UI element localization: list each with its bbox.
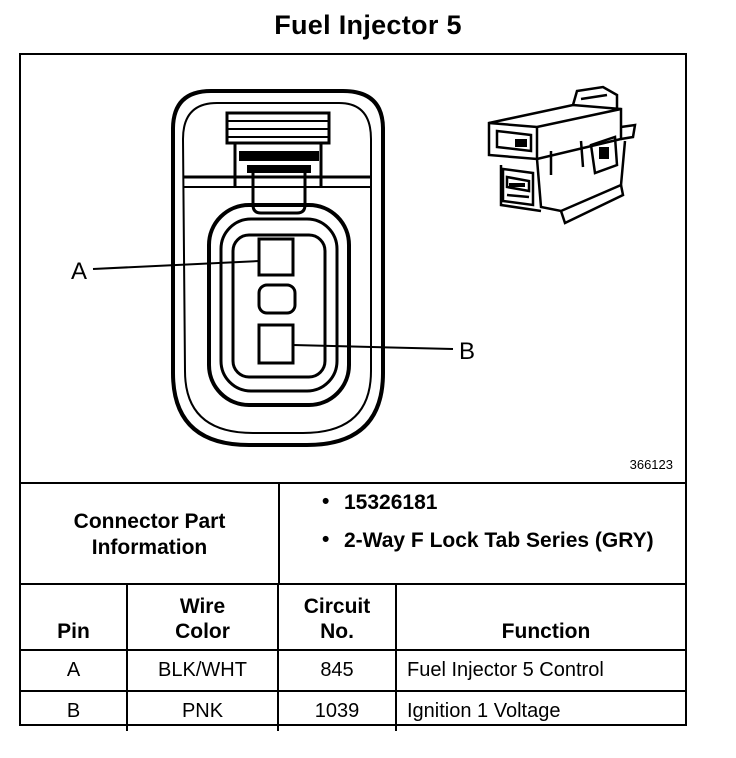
leader-line-a <box>92 260 260 270</box>
header-function: Function <box>395 583 685 651</box>
pin-table-header-row: Pin Wire Color Circuit No. Function <box>21 583 685 651</box>
circuit-cell: 845 <box>277 649 397 692</box>
terminal-cavity-frame <box>231 233 327 379</box>
header-wire-color: Wire Color <box>126 583 279 651</box>
latch <box>251 173 307 215</box>
connector-diagram: A B <box>21 55 685 482</box>
wire-color-cell: PNK <box>126 690 279 731</box>
terminal-key <box>257 283 297 315</box>
header-circuit-no: Circuit No. <box>277 583 397 651</box>
header-pin: Pin <box>21 583 128 651</box>
leader-line-b <box>292 344 454 350</box>
bullet: • <box>322 528 330 551</box>
page-title: Fuel Injector 5 <box>274 10 462 40</box>
connector-info-label-cell: Connector Part Information <box>21 484 280 585</box>
connector-face-outer <box>207 203 351 407</box>
terminal-cavity-a <box>257 237 295 277</box>
connector-frame: A B <box>19 53 687 731</box>
table-row: A BLK/WHT 845 Fuel Injector 5 Control <box>21 649 685 692</box>
connector-drawing: A B <box>71 85 637 447</box>
terminal-cavity-b <box>257 323 295 365</box>
connector-info-label: Connector Part Information <box>73 509 226 559</box>
lock-tab-bar <box>239 151 319 161</box>
connector-iso-illustration <box>487 85 637 225</box>
function-cell: Fuel Injector 5 Control <box>395 649 685 692</box>
connector-part-info: Connector Part Information • 15326181 • … <box>21 482 685 585</box>
connector-housing-inner-outline <box>181 102 372 434</box>
function-cell: Ignition 1 Voltage <box>395 690 685 731</box>
table-row: B PNK 1039 Ignition 1 Voltage <box>21 690 685 731</box>
pin-table: Pin Wire Color Circuit No. Function A BL… <box>21 583 685 731</box>
connector-info-details: • 15326181 • 2-Way F Lock Tab Series (GR… <box>280 484 685 585</box>
figure-number: 366123 <box>629 457 673 472</box>
connector-face-inner <box>219 217 339 393</box>
wire-color-cell: BLK/WHT <box>126 649 279 692</box>
connector-iso-shading <box>509 139 609 187</box>
connector-housing-outline <box>171 89 385 447</box>
pin-cell: B <box>21 690 128 731</box>
pin-cell: A <box>21 649 128 692</box>
connector-description: 2-Way F Lock Tab Series (GRY) <box>344 529 654 552</box>
circuit-cell: 1039 <box>277 690 397 731</box>
lock-tab-bar <box>247 165 311 173</box>
lock-tab-body <box>233 143 323 187</box>
label-b: B <box>459 338 475 365</box>
label-a: A <box>71 258 87 285</box>
part-number: 15326181 <box>344 491 438 514</box>
bullet: • <box>322 490 330 513</box>
